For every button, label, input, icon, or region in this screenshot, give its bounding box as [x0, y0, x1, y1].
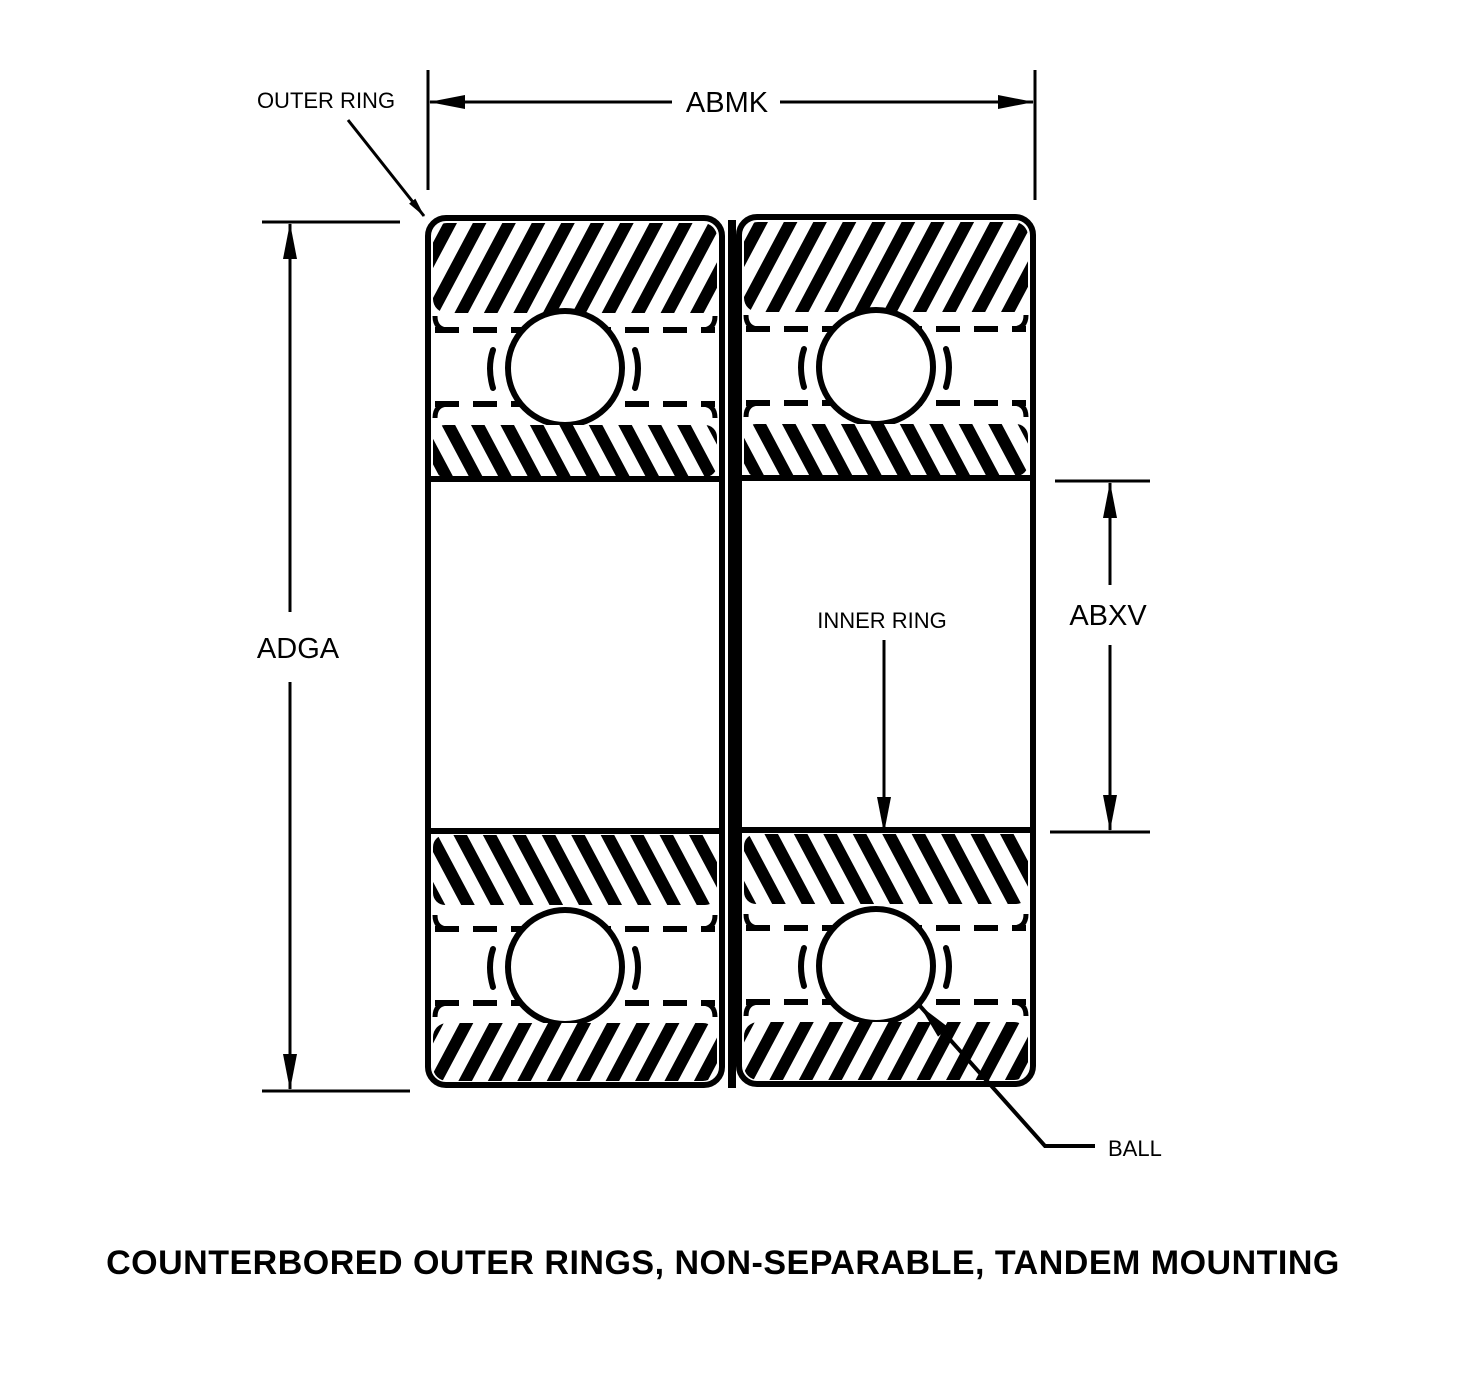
right-bearing-section [739, 217, 1033, 1084]
dimension-label-adga: ADGA [257, 633, 340, 665]
ball-callout: BALL [918, 1004, 1162, 1161]
dimension-label-abmk: ABMK [686, 87, 769, 119]
inner-ring-label: INNER RING [817, 608, 947, 633]
inner-ring-callout: INNER RING [817, 608, 947, 833]
ball-label: BALL [1108, 1136, 1162, 1161]
left-bearing-section [428, 218, 722, 1085]
outside-diameter-dimension: ADGA [257, 220, 410, 1093]
outer-ring-callout: OUTER RING [257, 88, 426, 217]
dimension-label-abxv: ABXV [1069, 600, 1147, 632]
width-dimension: ABMK [426, 70, 1037, 200]
diagram-title: COUNTERBORED OUTER RINGS, NON-SEPARABLE,… [106, 1244, 1340, 1282]
outer-ring-label: OUTER RING [257, 88, 395, 113]
bore-diameter-dimension: ABXV [1050, 479, 1150, 834]
